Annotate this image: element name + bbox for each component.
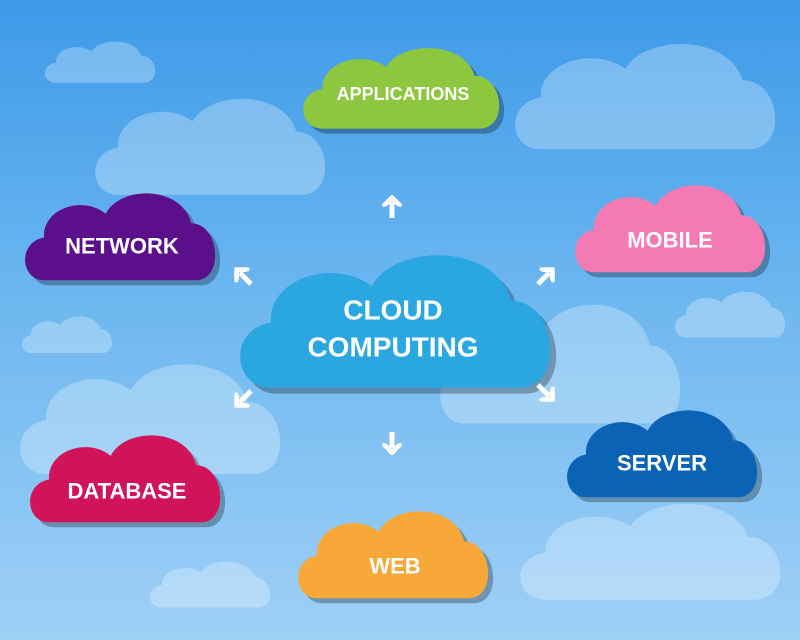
node-label-web: WEB [369, 554, 420, 579]
cloud-node-mobile: MOBILE [575, 185, 771, 278]
cloud-node-server: SERVER [567, 410, 763, 503]
node-label-database: DATABASE [68, 479, 187, 504]
cloud-node-network: NETWORK [25, 193, 221, 286]
node-label-mobile: MOBILE [627, 228, 713, 253]
node-label-network: NETWORK [65, 234, 179, 259]
cloud-node-center: CLOUD COMPUTING [240, 255, 557, 394]
center-label-line1: CLOUD [343, 295, 443, 326]
cloud-node-database: DATABASE [30, 435, 226, 528]
arrow-down-icon [381, 430, 403, 456]
arrow-up-left-icon [229, 262, 257, 290]
arrow-up-icon [381, 194, 403, 220]
node-label-server: SERVER [617, 451, 707, 476]
arrow-up-right-icon [532, 262, 560, 290]
center-label-line2: COMPUTING [307, 332, 478, 363]
cloud-node-applications: APPLICATIONS [303, 48, 505, 134]
node-label-applications: APPLICATIONS [337, 84, 470, 104]
cloud-node-web: WEB [298, 511, 494, 604]
